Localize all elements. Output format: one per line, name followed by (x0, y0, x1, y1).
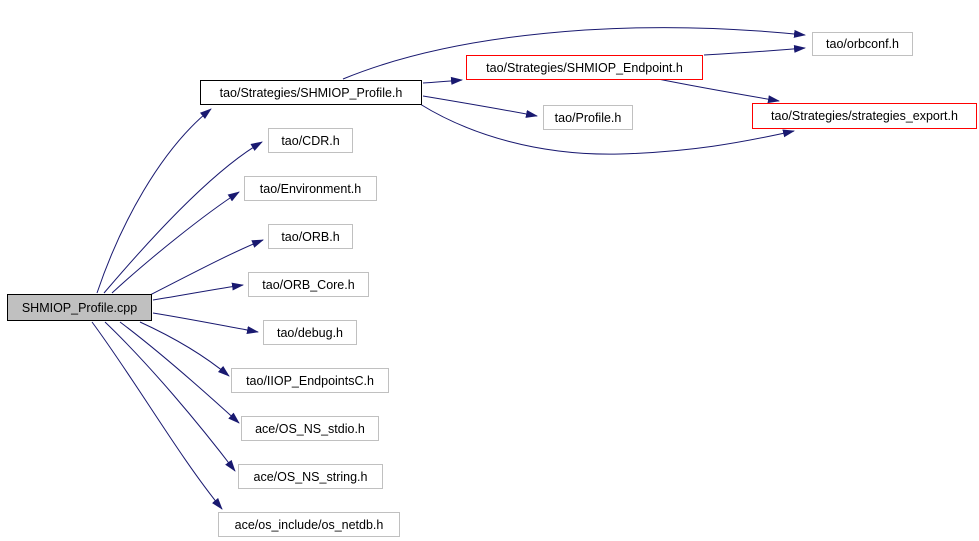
node-os-ns-stdio-h[interactable]: ace/OS_NS_stdio.h (241, 416, 379, 441)
node-os-netdb-h[interactable]: ace/os_include/os_netdb.h (218, 512, 400, 537)
edge-cpp-to-environment-h (111, 191, 240, 294)
node-orb-h[interactable]: tao/ORB.h (268, 224, 353, 249)
node-profile-h[interactable]: tao/Profile.h (543, 105, 633, 130)
node-orb-core-h[interactable]: tao/ORB_Core.h (248, 272, 369, 297)
node-orbconf-h[interactable]: tao/orbconf.h (812, 32, 913, 56)
node-environment-h[interactable]: tao/Environment.h (244, 176, 377, 201)
edge-shmiop-endpoint-h-to-strategies-export-h (657, 78, 780, 104)
node-shmiop-profile-cpp: SHMIOP_Profile.cpp (7, 294, 152, 321)
edge-cpp-to-os-ns-stdio-h (119, 321, 240, 424)
node-os-ns-string-h[interactable]: ace/OS_NS_string.h (238, 464, 383, 489)
node-shmiop-endpoint-h[interactable]: tao/Strategies/SHMIOP_Endpoint.h (466, 55, 703, 80)
edge-shmiop-profile-h-to-orbconf-h (342, 27, 806, 80)
edge-cpp-to-orb-core-h (152, 282, 244, 301)
edge-cpp-to-os-netdb-h (91, 321, 223, 510)
edge-cpp-to-iiop-endpointsc-h (139, 321, 230, 377)
edge-shmiop-profile-h-to-shmiop-endpoint-h (422, 76, 463, 85)
edge-cpp-to-shmiop-profile-h (96, 108, 212, 294)
edge-cpp-to-orb-h (149, 239, 264, 296)
node-debug-h[interactable]: tao/debug.h (263, 320, 357, 345)
edge-cpp-to-os-ns-string-h (104, 321, 236, 472)
edge-shmiop-profile-h-to-profile-h (422, 95, 538, 118)
edge-cpp-to-debug-h (152, 312, 259, 334)
edge-shmiop-profile-h-to-strategies-export-h (419, 103, 795, 155)
edge-shmiop-endpoint-h-to-orbconf-h (703, 44, 806, 56)
node-strategies-export-h[interactable]: tao/Strategies/strategies_export.h (752, 103, 977, 129)
node-iiop-endpointsc-h[interactable]: tao/IIOP_EndpointsC.h (231, 368, 389, 393)
edge-cpp-to-cdr-h (103, 141, 263, 294)
node-cdr-h[interactable]: tao/CDR.h (268, 128, 353, 153)
node-shmiop-profile-h[interactable]: tao/Strategies/SHMIOP_Profile.h (200, 80, 422, 105)
